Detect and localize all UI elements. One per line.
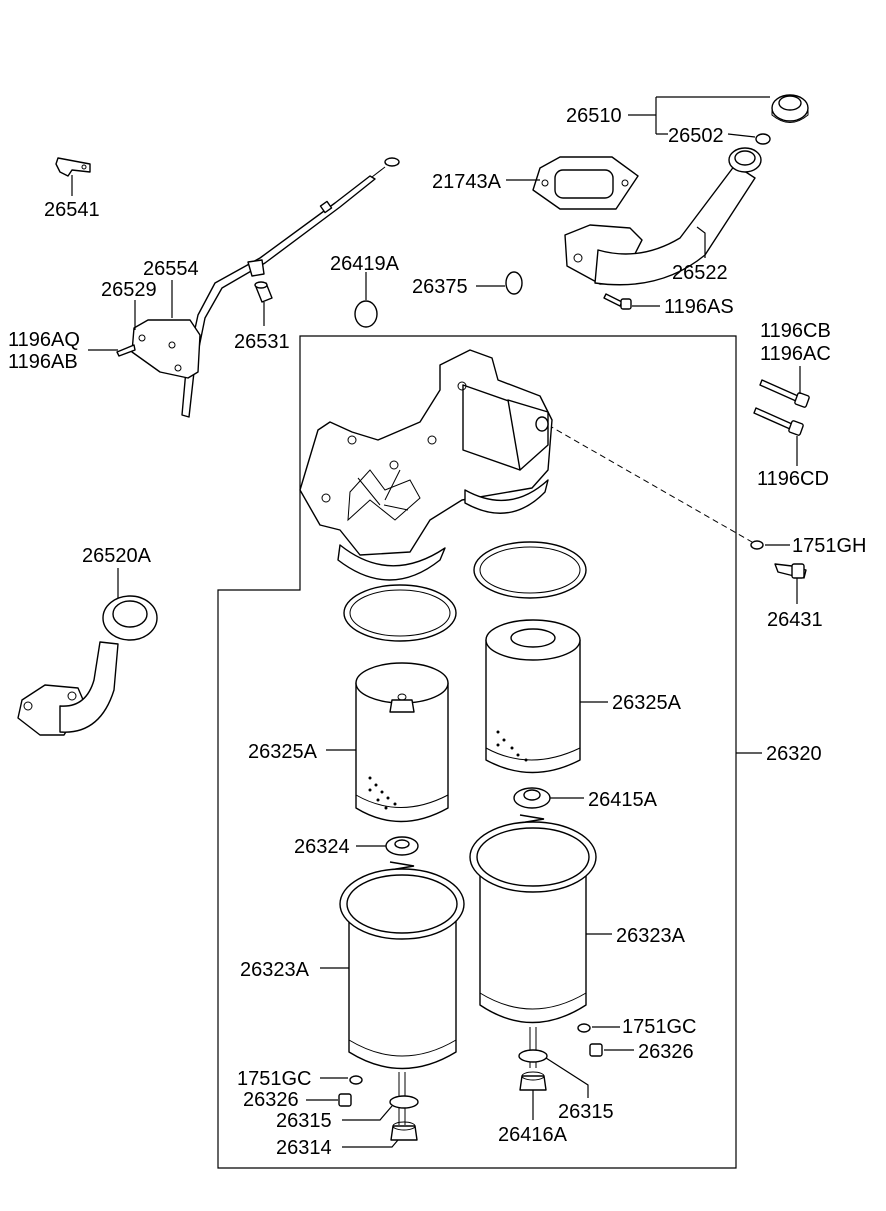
bolt-1196aq: [116, 344, 136, 357]
filter-case-left: [339, 868, 465, 1125]
label-1196cb: 1196CB: [760, 320, 831, 342]
label-26324: 26324: [294, 836, 350, 858]
label-26522: 26522: [672, 262, 728, 284]
washer-26315-left: [389, 1095, 419, 1109]
assembly-boundary: [217, 335, 737, 1169]
label-26326-left: 26326: [243, 1089, 299, 1111]
washer-1751gc-left: [349, 1075, 363, 1085]
label-1196aq: 1196AQ: [8, 329, 80, 351]
bracket-26529: [131, 319, 201, 379]
label-26323a-left: 26323A: [240, 959, 310, 981]
bolt-1196cb: [759, 379, 810, 408]
label-26325a-right: 26325A: [612, 692, 682, 714]
grommet-26531: [254, 281, 273, 303]
label-1751gc-right: 1751GC: [622, 1016, 697, 1038]
label-26315-right: 26315: [558, 1101, 614, 1123]
label-1751gc-left: 1751GC: [237, 1068, 312, 1090]
oring-26502: [755, 133, 771, 145]
label-26375: 26375: [412, 276, 468, 298]
washer-26324: [385, 836, 419, 856]
leader-26315-right: [545, 1057, 589, 1098]
label-26415a: 26415A: [588, 789, 658, 811]
seal-ring-left-inner: [349, 589, 451, 637]
washer-26415a: [513, 787, 551, 809]
label-26419a: 26419A: [330, 253, 400, 275]
oil-filler-cap: [771, 94, 809, 123]
oring-26375: [505, 271, 523, 295]
washer-1751gc-right: [577, 1023, 591, 1033]
label-26520a: 26520A: [82, 545, 152, 567]
label-26554: 26554: [143, 258, 199, 280]
dash-line: [547, 424, 753, 543]
label-26502: 26502: [668, 125, 724, 147]
pipe-26520a: [17, 595, 158, 736]
filter-element-left: [355, 662, 449, 823]
oring-26419a: [354, 300, 378, 328]
label-1751gh: 1751GH: [792, 535, 867, 557]
plug-26326-left: [338, 1093, 352, 1107]
label-26531: 26531: [234, 331, 290, 353]
label-26416a: 26416A: [498, 1124, 568, 1146]
label-26541: 26541: [44, 199, 100, 221]
filter-head-housing: [299, 349, 553, 581]
seal-ring-right-inner: [479, 546, 581, 594]
label-1196ac: 1196AC: [760, 343, 831, 365]
nut-26314: [390, 1121, 418, 1141]
label-26325a-left: 26325A: [248, 741, 318, 763]
label-26326-right: 26326: [638, 1041, 694, 1063]
filter-element-right: [485, 619, 581, 774]
seal-ring-left: [343, 584, 457, 642]
filler-pipe-26522: [564, 147, 762, 286]
fitting-26431: [774, 563, 807, 579]
label-1196ab: 1196AB: [8, 351, 78, 373]
label-1196as: 1196AS: [664, 296, 734, 318]
label-26320: 26320: [766, 743, 822, 765]
seal-ring-right: [473, 541, 587, 599]
leader-26522: [696, 226, 706, 258]
leader-26510: [628, 96, 770, 135]
label-26510: 26510: [566, 105, 622, 127]
gasket-21743a: [532, 156, 639, 210]
plug-26326-right: [589, 1043, 603, 1057]
bolt-1196cd: [753, 407, 804, 436]
nut-26416a: [519, 1071, 547, 1091]
label-21743a: 21743A: [432, 171, 502, 193]
label-26431: 26431: [767, 609, 823, 631]
bolt-1196as: [603, 293, 632, 310]
washer-1751gh: [750, 540, 764, 550]
label-26529: 26529: [101, 279, 157, 301]
label-26323a-right: 26323A: [616, 925, 686, 947]
filter-case-right: [469, 821, 597, 1068]
washer-26315-right: [518, 1049, 548, 1063]
label-26315-left: 26315: [276, 1110, 332, 1132]
leader-26314: [342, 1139, 399, 1148]
clip-26541: [55, 157, 91, 177]
leader-26502: [727, 133, 756, 138]
label-1196cd: 1196CD: [757, 468, 829, 490]
label-26314: 26314: [276, 1137, 332, 1159]
leader-26315-left: [342, 1105, 393, 1121]
